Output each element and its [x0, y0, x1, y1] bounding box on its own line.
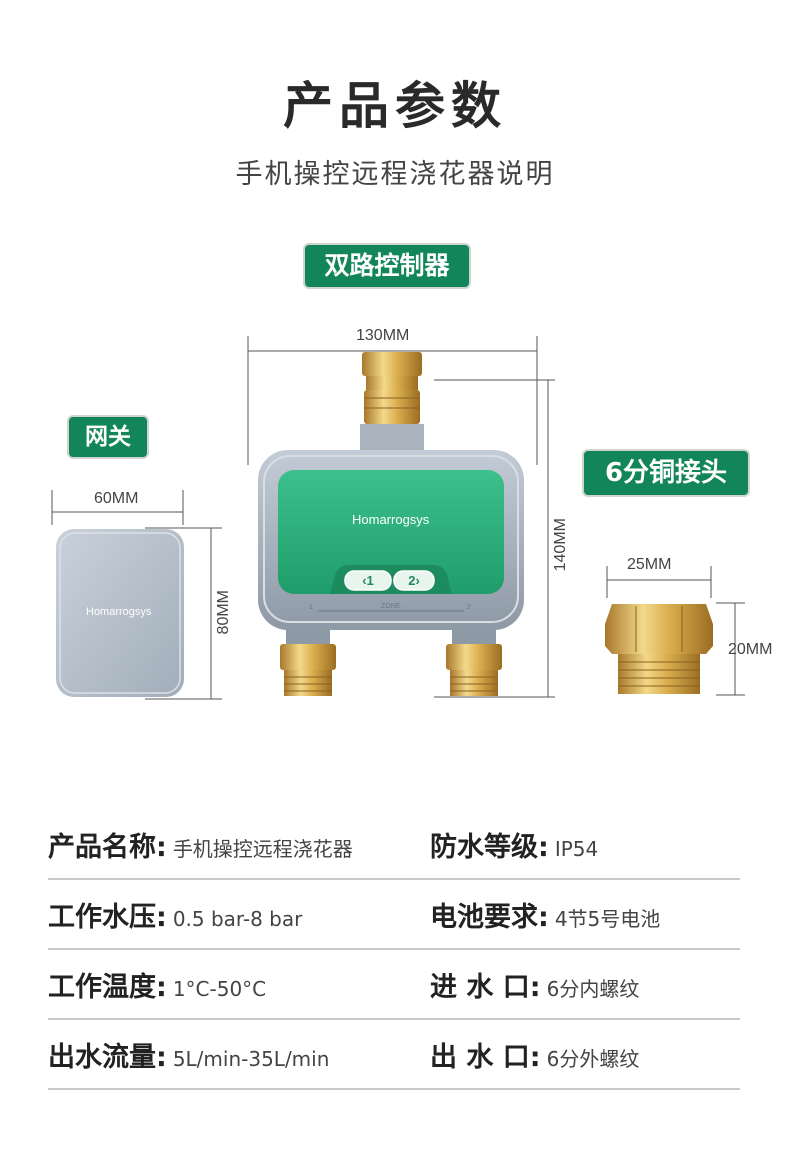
- tag-brass-connector: 6分铜接头: [582, 449, 750, 497]
- zone-2-label: 2: [408, 573, 416, 588]
- zone-left-label: 1: [309, 604, 313, 611]
- spec-row: 出水流量: 5L/min-35L/min 出 水 口: 6分外螺纹: [48, 1020, 740, 1090]
- spec-value: 6分内螺纹: [546, 976, 640, 1001]
- spec-key: 电池要求:: [430, 901, 549, 933]
- chevron-left-icon: ‹: [362, 573, 367, 588]
- spec-value: 1°C-50°C: [172, 976, 267, 1001]
- spec-cell: 产品名称: 手机操控远程浇花器: [48, 825, 394, 864]
- product-illustration: [51, 336, 745, 700]
- gateway-height-label: 80MM: [215, 590, 232, 635]
- controller-height-label: 140MM: [552, 518, 569, 572]
- connector-width-label: 25MM: [627, 556, 672, 573]
- spec-row: 工作水压: 0.5 bar-8 bar 电池要求: 4节5号电池: [48, 880, 740, 950]
- spec-table: 产品名称: 手机操控远程浇花器 防水等级: IP54 工作水压: 0.5 bar…: [48, 810, 740, 1090]
- spec-cell: 防水等级: IP54: [394, 825, 740, 864]
- spec-value: 6分外螺纹: [546, 1046, 640, 1071]
- spec-cell: 出水流量: 5L/min-35L/min: [48, 1035, 394, 1074]
- controller-device: [258, 352, 524, 696]
- zone-1-button[interactable]: ‹1: [345, 571, 391, 590]
- spec-cell: 工作温度: 1°C-50°C: [48, 965, 394, 1004]
- spec-value: IP54: [554, 836, 599, 861]
- tag-dual-controller: 双路控制器: [303, 243, 471, 289]
- spec-key: 出 水 口:: [430, 1041, 541, 1073]
- spec-cell: 工作水压: 0.5 bar-8 bar: [48, 895, 394, 934]
- controller-brand-label: Homarrogsys: [352, 512, 430, 527]
- spec-cell: 出 水 口: 6分外螺纹: [394, 1035, 740, 1074]
- page-subtitle: 手机操控远程浇花器说明: [235, 159, 555, 190]
- spec-key: 产品名称:: [48, 831, 167, 863]
- spec-key: 工作温度:: [48, 971, 167, 1003]
- spec-cell: 电池要求: 4节5号电池: [394, 895, 740, 934]
- spec-value: 0.5 bar-8 bar: [172, 906, 303, 931]
- spec-value: 5L/min-35L/min: [172, 1046, 330, 1071]
- spec-value: 手机操控远程浇花器: [172, 836, 353, 861]
- zone-label: ZONE: [381, 603, 401, 610]
- controller-dimension-lines: [247, 336, 555, 698]
- spec-key: 工作水压:: [48, 901, 167, 933]
- zone-2-button[interactable]: 2›: [394, 571, 434, 590]
- spec-key: 防水等级:: [430, 831, 549, 863]
- gateway-width-label: 60MM: [94, 490, 139, 507]
- spec-key: 出水流量:: [48, 1041, 167, 1073]
- zone-right-label: 2: [467, 604, 471, 611]
- zone-1-label: 1: [366, 573, 374, 588]
- gateway-dimension-lines: [51, 490, 222, 700]
- spec-row: 工作温度: 1°C-50°C 进 水 口: 6分内螺纹: [48, 950, 740, 1020]
- outlet-brass-right: [446, 644, 502, 696]
- page-title: 产品参数: [283, 77, 507, 135]
- connector-dimension-lines: [606, 566, 745, 696]
- spec-row: 产品名称: 手机操控远程浇花器 防水等级: IP54: [48, 810, 740, 880]
- tag-gateway: 网关: [67, 415, 149, 459]
- spec-value: 4节5号电池: [554, 906, 661, 931]
- spec-cell: 进 水 口: 6分内螺纹: [394, 965, 740, 1004]
- spec-key: 进 水 口:: [430, 971, 541, 1003]
- gateway-device: [56, 529, 184, 697]
- chevron-right-icon: ›: [415, 573, 420, 588]
- brass-connector: [605, 604, 713, 694]
- gateway-brand-label: Homarrogsys: [86, 606, 152, 618]
- connector-height-label: 20MM: [728, 641, 773, 658]
- outlet-brass-left: [280, 644, 336, 696]
- controller-width-label: 130MM: [356, 327, 410, 344]
